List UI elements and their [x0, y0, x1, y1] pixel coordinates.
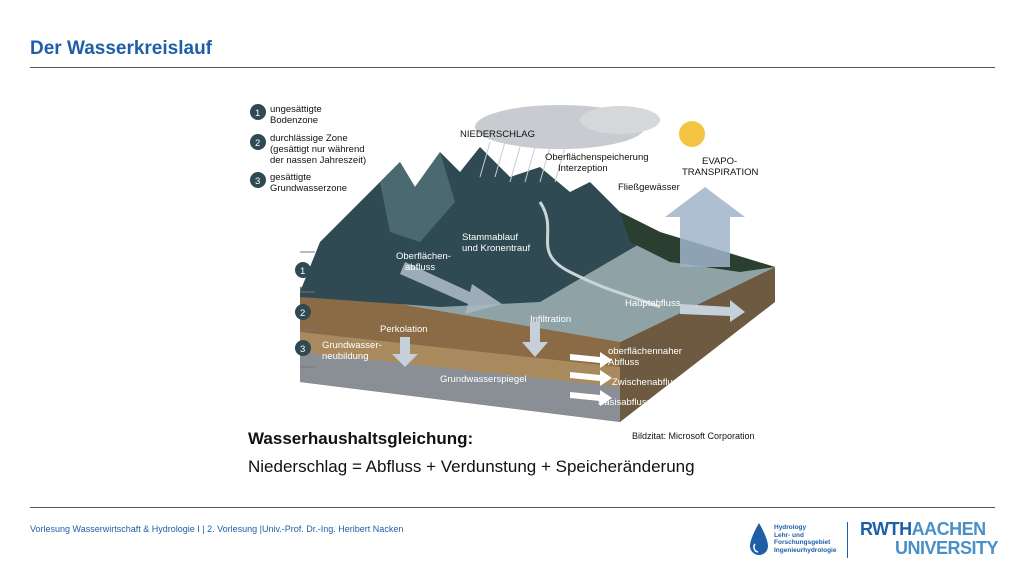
svg-text:Grundwasserzone: Grundwasserzone	[270, 183, 347, 194]
evapotranspiration-arrow	[665, 187, 745, 267]
rwth-logo: RWTHAACHEN UNIVERSITY	[860, 519, 999, 558]
subsurface-flow-arrows	[570, 352, 612, 406]
rain-lines	[479, 141, 566, 183]
svg-text:gesättigte: gesättigte	[270, 172, 311, 183]
zone-1-badge	[295, 262, 311, 278]
legend: 1 ungesättigte Bodenzone 2 durchlässige …	[250, 104, 366, 194]
svg-text:durchlässige Zone: durchlässige Zone	[270, 133, 348, 144]
cloud-2	[580, 106, 660, 134]
footer-text: Vorlesung Wasserwirtschaft & Hydrologie …	[30, 524, 404, 534]
logo-separator	[847, 522, 848, 558]
hydrology-logo-text: Hydrology Lehr- und Forschungsgebiet Ing…	[774, 524, 837, 554]
svg-text:2: 2	[255, 138, 260, 149]
svg-text:3: 3	[255, 176, 260, 187]
label-hauptabfluss: Hauptabfluss	[625, 298, 681, 309]
percolation-arrow	[392, 337, 418, 367]
water-balance-equation: Niederschlag = Abfluss + Verdunstung + S…	[248, 457, 695, 476]
title-divider	[30, 67, 995, 68]
main-runoff-arrow	[680, 300, 745, 322]
label-kronentrauf: und Kronentrauf	[462, 243, 530, 254]
svg-text:3: 3	[300, 344, 305, 355]
svg-text:(gesättigt nur während: (gesättigt nur während	[270, 144, 365, 155]
slide-title: Der Wasserkreislauf	[30, 38, 213, 59]
svg-text:der nassen Jahreszeit): der nassen Jahreszeit)	[270, 155, 366, 166]
label-oberflaechenabfluss-2: abfluss	[405, 262, 435, 273]
label-oberflaechennaher-abfluss-2: Abfluss	[608, 357, 639, 368]
svg-text:1: 1	[255, 108, 260, 119]
water-drop-icon	[750, 523, 768, 555]
mountain-highlight	[380, 152, 455, 242]
svg-text:ungesättigte: ungesättigte	[270, 104, 322, 115]
label-perkolation: Perkolation	[380, 324, 428, 335]
label-grundwasserneubildung-1: Grundwasser-	[322, 340, 382, 351]
infiltration-arrow	[522, 322, 548, 357]
label-transpiration: TRANSPIRATION	[682, 167, 758, 178]
forest-right	[620, 212, 775, 272]
sun-icon	[679, 121, 705, 147]
surface-runoff-arrow	[400, 262, 502, 314]
zone-3-badge	[295, 340, 311, 356]
river	[538, 201, 661, 309]
svg-text:2: 2	[300, 308, 305, 319]
label-niederschlag: NIEDERSCHLAG	[460, 129, 535, 140]
label-basisabfluss: Basisabfluss	[598, 397, 652, 408]
equation-title: Wasserhaushaltsgleichung:	[248, 429, 474, 448]
zone-markers: 1 2 3	[295, 251, 315, 368]
label-grundwasserneubildung-2: neubildung	[322, 351, 369, 362]
label-oberflaechenabfluss-1: Oberflächen-	[396, 251, 451, 262]
footer-divider	[30, 507, 995, 508]
label-infiltration: Infiltration	[530, 314, 571, 325]
svg-text:Bodenzone: Bodenzone	[270, 115, 318, 126]
label-stammablauf: Stammablauf	[462, 232, 518, 243]
image-credit: Bildzitat: Microsoft Corporation	[632, 431, 755, 441]
label-zwischenabfluss: Zwischenabfluss	[612, 377, 682, 388]
groundwater-layer	[300, 352, 620, 422]
label-grundwasserspiegel: Grundwasserspiegel	[440, 374, 527, 385]
water-cycle-diagram: 1 2 3 1 ungesättigte Bodenzone 2 durchlä…	[250, 104, 775, 422]
label-oberflaechennaher-abfluss-1: oberflächennaher	[608, 346, 682, 357]
svg-text:1: 1	[300, 266, 305, 277]
zone-2-badge	[295, 304, 311, 320]
label-oberflaechenspeicherung: Oberflächenspeicherung	[545, 152, 649, 163]
label-interzeption: Interzeption	[558, 163, 608, 174]
soil-layer-light	[300, 332, 620, 392]
label-evapo: EVAPO-	[702, 156, 737, 167]
label-fliessgewaesser: Fließgewässer	[618, 182, 680, 193]
